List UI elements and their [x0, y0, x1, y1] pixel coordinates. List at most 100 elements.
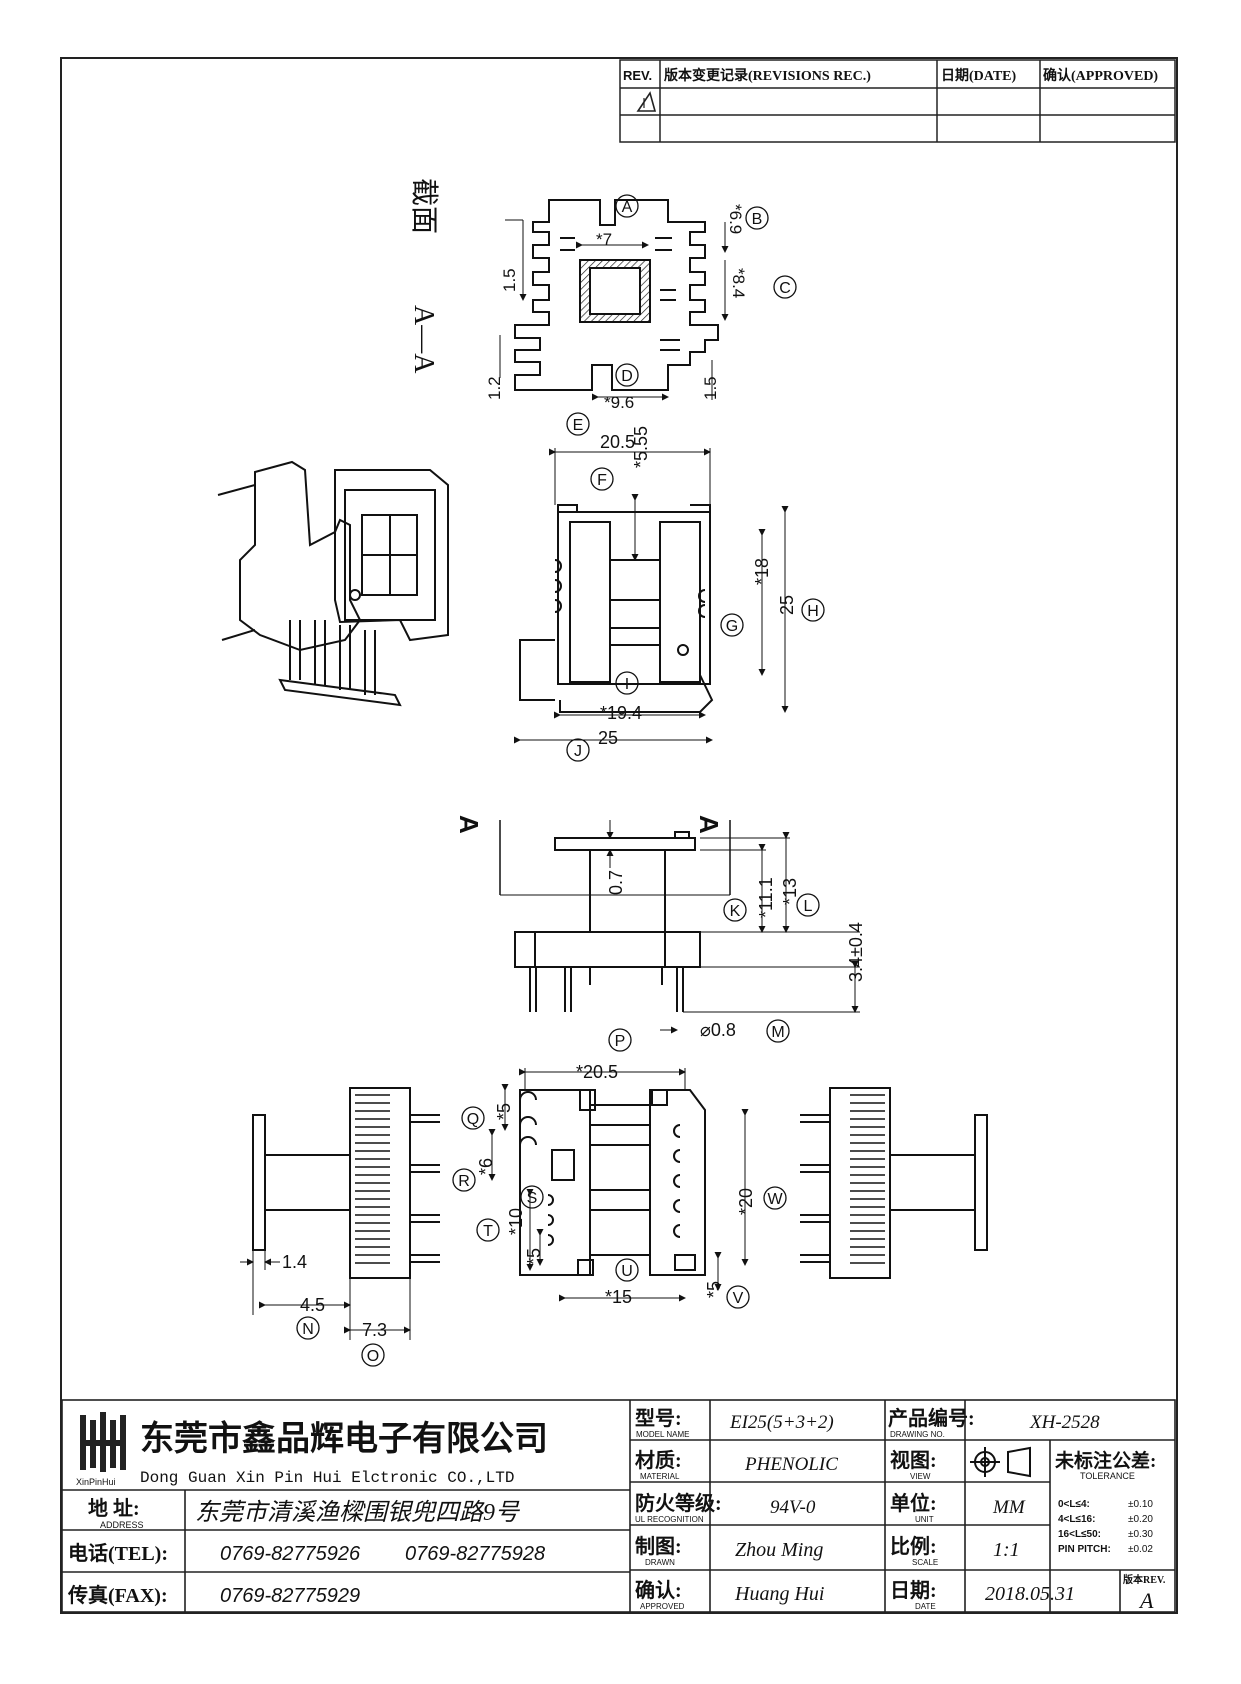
rev-label: 版本REV. [1123, 1573, 1166, 1586]
tolerance-value-4: ±0.02 [1128, 1544, 1153, 1555]
dim-3-4: 3.4±0.4 [846, 922, 866, 982]
dim-20-5: 20.5 [600, 432, 635, 452]
callout-label-o: O [367, 1348, 379, 1365]
callout-circle-n [296, 1316, 320, 1340]
callout-label-s: S [527, 1190, 538, 1207]
section-dimensions [499, 219, 729, 401]
callout-circle-k [723, 898, 747, 922]
ul-sub: UL RECOGNITION [635, 1515, 704, 1524]
approved-label: 确认: [635, 1578, 682, 1602]
dim-4-5: 4.5 [300, 1295, 325, 1315]
drawing-no-value: XH-2528 [1029, 1412, 1100, 1433]
dim-star18: *18 [752, 558, 772, 585]
unit-sub: UNIT [915, 1515, 934, 1524]
dim-star20: *20 [736, 1188, 756, 1215]
revision-record-header: 版本变更记录(REVISIONS REC.) [664, 67, 871, 84]
side-view-right-ribs [850, 1094, 885, 1264]
scale-sub: SCALE [912, 1558, 938, 1567]
callout-circle-j [566, 738, 590, 762]
dim-star13: *13 [780, 878, 800, 905]
callout-circle-b [745, 206, 769, 230]
dim-star6: *6 [476, 1158, 496, 1175]
address-sub: ADDRESS [100, 1520, 144, 1530]
approved-value: Huang Hui [734, 1583, 824, 1605]
bottom-view [519, 1089, 706, 1276]
bottom-view-dimensions [488, 1068, 749, 1302]
callout-circle-f [590, 467, 614, 491]
dim-1-2: 1.2 [485, 376, 504, 400]
dim-25-height: 25 [777, 595, 797, 615]
revision-table [619, 59, 1176, 143]
drawing-frame [60, 57, 1178, 1614]
callout-circle-v [726, 1285, 750, 1309]
view-label: 视图: [890, 1449, 937, 1472]
rev-value: A [1138, 1588, 1154, 1613]
dim-star555: *5.55 [631, 426, 651, 468]
view-sub: VIEW [910, 1472, 931, 1481]
dim-star205: *20.5 [576, 1062, 618, 1082]
fax-label: 传真(FAX): [67, 1583, 168, 1607]
callout-label-n: N [302, 1321, 314, 1338]
callout-circle-l [796, 893, 820, 917]
material-sub: MATERIAL [640, 1472, 680, 1481]
callout-circle-c [773, 275, 797, 299]
model-label: 型号: [635, 1407, 682, 1430]
callout-circle-a [615, 194, 639, 218]
date-sub: DATE [915, 1602, 936, 1611]
callout-label-d: D [621, 368, 633, 385]
dim-star7: *7 [596, 230, 612, 249]
address-value: 东莞市清溪渔樑围银兜四路9号 [195, 1499, 521, 1526]
dim-star15: *15 [605, 1287, 632, 1307]
dim-0-7: 0.7 [606, 870, 626, 895]
tolerance-value-3: ±0.30 [1128, 1529, 1153, 1540]
tolerance-range-1: 0<L≤4: [1058, 1499, 1090, 1510]
section-title: 截面 [408, 178, 440, 234]
tel-value-2: 0769-82775928 [405, 1543, 545, 1565]
callout-circle-m [766, 1019, 790, 1043]
dim-1-5a: 1.5 [500, 268, 519, 292]
fax-value: 0769-82775929 [220, 1585, 360, 1607]
isometric-view [217, 460, 449, 707]
callout-label-p: P [615, 1033, 626, 1050]
callout-label-l: L [804, 898, 813, 915]
material-value: PHENOLIC [744, 1454, 838, 1475]
tolerance-value-2: ±0.20 [1128, 1514, 1153, 1525]
callout-circle-q [461, 1106, 485, 1130]
tel-label: 电话(TEL): [68, 1542, 168, 1565]
callout-label-c: C [779, 280, 791, 297]
callout-circle-i [615, 671, 639, 695]
top-view-dimensions [514, 448, 789, 744]
callout-circle-o [361, 1343, 385, 1367]
tel-value-1: 0769-82775926 [220, 1543, 361, 1565]
front-view-dimensions [606, 820, 860, 1034]
callout-circle-w [763, 1186, 787, 1210]
dim-25-width: 25 [598, 728, 618, 748]
side-view-right [800, 1087, 988, 1279]
callout-label-i: I [625, 676, 629, 693]
company-name-cn: 东莞市鑫品辉电子有限公司 [140, 1419, 548, 1458]
callout-circle-p [608, 1028, 632, 1052]
scale-label: 比例: [890, 1534, 937, 1558]
drawn-label: 制图: [635, 1535, 682, 1558]
dim-7-3: 7.3 [362, 1320, 387, 1340]
scale-value: 1:1 [993, 1539, 1020, 1561]
callout-circle-h [801, 598, 825, 622]
drawing-no-label: 产品编号: [888, 1406, 975, 1430]
callout-circle-s [520, 1185, 544, 1209]
title-block [61, 1399, 1176, 1613]
dim-phi08: ⌀0.8 [700, 1020, 736, 1040]
callout-label-j: J [574, 743, 582, 760]
model-sub: MODEL NAME [636, 1430, 690, 1439]
callout-label-r: R [458, 1173, 470, 1190]
section-name: A—A [408, 305, 439, 374]
side-view-left-dimensions [240, 1250, 411, 1340]
tolerance-sub: TOLERANCE [1080, 1471, 1135, 1481]
callout-circle-e [566, 412, 590, 436]
section-arrow-left: A [454, 815, 484, 834]
ul-label: 防火等级: [635, 1491, 722, 1515]
address-label: 地 址: [88, 1497, 140, 1520]
tolerance-range-2: 4<L≤16: [1058, 1514, 1095, 1525]
rev-header: REV. [623, 68, 652, 83]
callout-label-t: T [483, 1223, 493, 1240]
